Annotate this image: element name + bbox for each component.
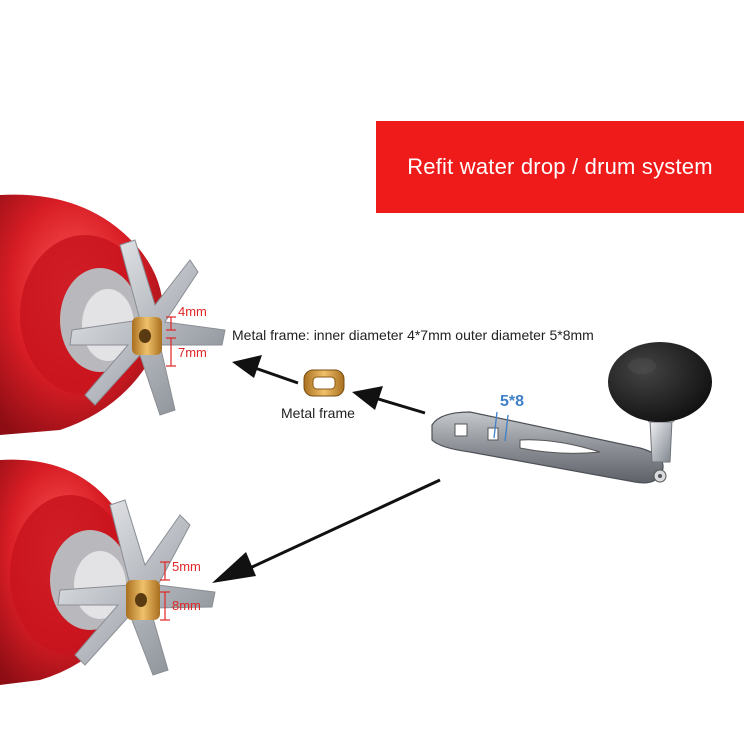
- arrow-to-frame: [352, 386, 426, 415]
- bottom-dim-outer: 8mm: [172, 598, 201, 613]
- arrow-to-top-reel: [232, 355, 299, 385]
- metal-frame-part: [303, 369, 345, 397]
- metal-frame-description: Metal frame: inner diameter 4*7mm outer …: [232, 327, 594, 343]
- top-dim-outer: 7mm: [178, 345, 207, 360]
- bottom-reel: [0, 459, 216, 685]
- handle-hole-label: 5*8: [500, 393, 525, 410]
- handle-arm: [431, 411, 667, 484]
- title-banner: Refit water drop / drum system: [376, 121, 744, 213]
- title-banner-text: Refit water drop / drum system: [407, 154, 713, 179]
- hole-dimension-marks: [493, 411, 509, 442]
- arrow-to-bottom-reel: [212, 478, 441, 583]
- bottom-dim-inner: 5mm: [172, 559, 201, 574]
- top-reel: [0, 194, 226, 435]
- handle-knob: [608, 342, 712, 463]
- metal-frame-label: Metal frame: [281, 405, 355, 421]
- top-dim-inner: 4mm: [178, 304, 207, 319]
